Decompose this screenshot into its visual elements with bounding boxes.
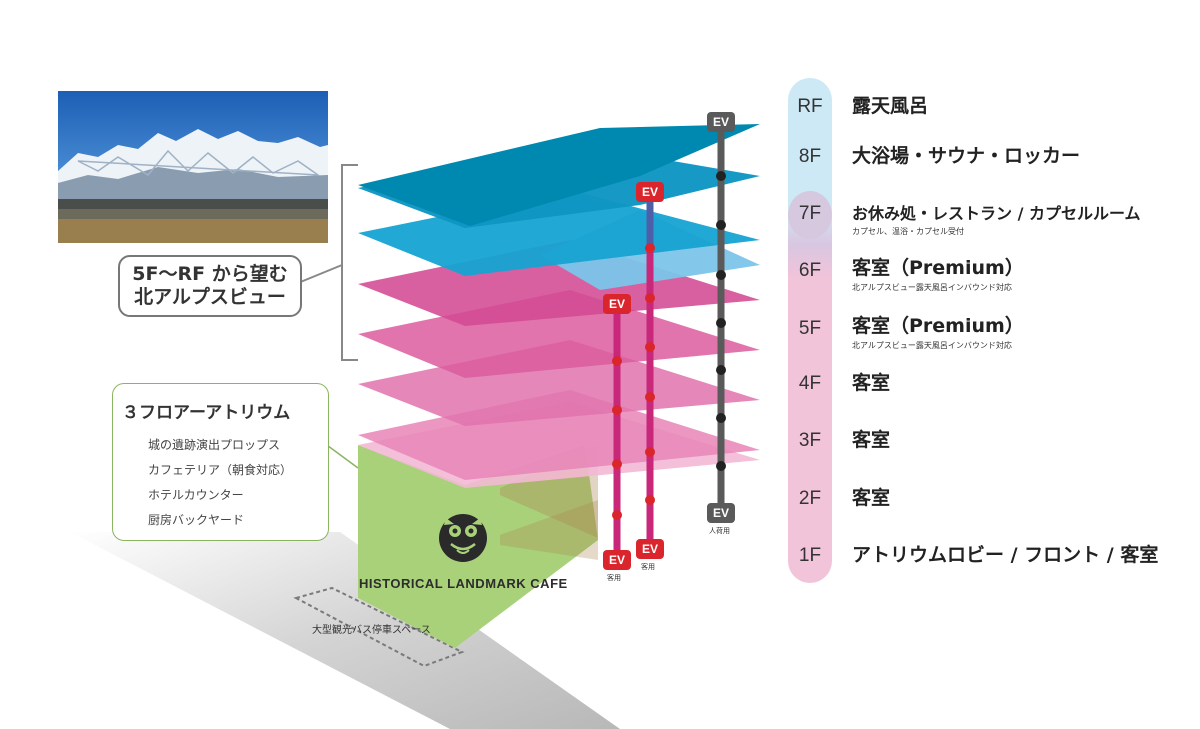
view-bracket-pointer <box>297 264 343 284</box>
floor-main: 露天風呂 <box>852 95 929 117</box>
elevator-stop-dot <box>716 461 726 471</box>
floor-tag-7f: 7F <box>798 203 822 224</box>
floor-plate-rf <box>358 124 760 226</box>
floor-desc-7f: お休み処・レストラン / カプセルルームカプセル、温浴・カプセル受付 <box>852 205 1141 237</box>
bus-area-label: 大型観光バス停車スペース <box>312 625 431 636</box>
floor-desc-3f: 客室 <box>852 430 890 451</box>
floor-main: アトリウムロビー / フロント / 客室 <box>852 544 1159 566</box>
floor-desc-2f: 客室 <box>852 488 890 509</box>
ev-guest-label: 客用 <box>607 574 621 582</box>
elevator-stop-dot <box>645 447 655 457</box>
ev-badge-guest-b-bottom: EV <box>603 550 631 570</box>
floor-main: 客室 <box>852 429 891 451</box>
floor-sub: 北アルプスビュー露天風呂インバウンド対応 <box>852 282 1012 292</box>
view-bracket <box>341 164 358 361</box>
elevator-stop-dot <box>612 459 622 469</box>
road <box>70 532 620 729</box>
elevator-stop-dot <box>645 293 655 303</box>
owl-icon <box>439 514 487 562</box>
floor-tag-4f: 4F <box>798 373 822 394</box>
bus-parking-area <box>293 586 465 668</box>
view-callout-line1: 5F〜RF から望む <box>132 263 288 286</box>
floor-plate-5f <box>358 240 760 326</box>
elevator-stop-dot <box>612 356 622 366</box>
ev-badge-guest-b-top: EV <box>603 294 631 314</box>
ev-guest-label: 客用 <box>641 563 655 571</box>
elevator-stop-dot <box>716 413 726 423</box>
floor-main: 大浴場・サウナ・ロッカー <box>852 145 1081 167</box>
floor-main: 客室 <box>852 372 891 394</box>
floor-main: お休み処・レストラン / カプセルルーム <box>852 204 1141 223</box>
ev-badge-guest-a-top: EV <box>636 182 664 202</box>
atrium-shadow-2 <box>500 500 598 560</box>
ev-cargo-label: 人荷用 <box>709 527 730 535</box>
elevator-stop-dot <box>716 270 726 280</box>
floor-tag-3f: 3F <box>798 430 822 451</box>
atrium-item: 厨房バックヤード <box>148 513 245 527</box>
atrium-item: ホテルカウンター <box>148 488 244 502</box>
elevator-stop-dot <box>645 392 655 402</box>
floor-desc-6f: 客室（Premium） 北アルプスビュー露天風呂インバウンド対応 <box>852 258 1024 293</box>
floor-tag-2f: 2F <box>798 488 822 509</box>
elevator-stop-dot <box>645 342 655 352</box>
elevator-stop-dot <box>716 318 726 328</box>
floor-desc-1f: アトリウムロビー / フロント / 客室 <box>852 545 1158 566</box>
floor-desc-8f: 大浴場・サウナ・ロッカー <box>852 146 1080 167</box>
elevator-stop-dot <box>716 171 726 181</box>
floor-tag-5f: 5F <box>798 318 822 339</box>
floor-tag-1f: 1F <box>798 545 822 566</box>
mountain-photo <box>58 91 328 243</box>
floor-desc-5f: 客室（Premium） 北アルプスビュー露天風呂インバウンド対応 <box>852 316 1024 351</box>
floor-main: 客室 <box>852 487 891 509</box>
ev-badge-cargo-top: EV <box>707 112 735 132</box>
elevator-stop-dot <box>612 510 622 520</box>
floor-plate-2f <box>358 390 760 480</box>
floor-plate-3f <box>358 340 760 426</box>
atrium-callout <box>112 383 329 541</box>
floor-tag-6f: 6F <box>798 260 822 281</box>
floor-plate-4f <box>358 290 760 378</box>
floor-desc-rf: 露天風呂 <box>852 96 928 117</box>
elevator-stop-dot <box>645 495 655 505</box>
atrium-item: カフェテリア（朝食対応） <box>148 463 293 477</box>
view-callout: 5F〜RF から望む 北アルプスビュー <box>118 255 302 317</box>
ev-badge-cargo-bottom: EV <box>707 503 735 523</box>
floor-sub: 北アルプスビュー露天風呂インバウンド対応 <box>852 340 1012 350</box>
floor-plate-7f <box>358 190 760 276</box>
ev-badge-guest-a-bottom: EV <box>636 539 664 559</box>
elevator-stop-dot <box>716 220 726 230</box>
elevator-stops <box>612 171 726 520</box>
floor-main: 客室（Premium） <box>852 315 1024 337</box>
floor-sub: カプセル、温浴・カプセル受付 <box>852 226 964 236</box>
floor-desc-4f: 客室 <box>852 373 890 394</box>
floor-tag-8f: 8F <box>798 146 822 167</box>
elevator-stop-dot <box>645 243 655 253</box>
atrium-title: ３フロアーアトリウム <box>122 403 291 423</box>
floor-main: 客室（Premium） <box>852 257 1024 279</box>
cafe-name: HISTORICAL LANDMARK CAFE <box>359 576 568 591</box>
view-callout-line2: 北アルプスビュー <box>134 286 286 308</box>
elevator-stop-dot <box>716 365 726 375</box>
floor-7f-highlight <box>788 191 832 239</box>
floor-tag-rf: RF <box>797 96 823 117</box>
atrium-item: 城の遺跡演出プロップス <box>148 438 281 452</box>
elevator-stop-dot <box>612 405 622 415</box>
